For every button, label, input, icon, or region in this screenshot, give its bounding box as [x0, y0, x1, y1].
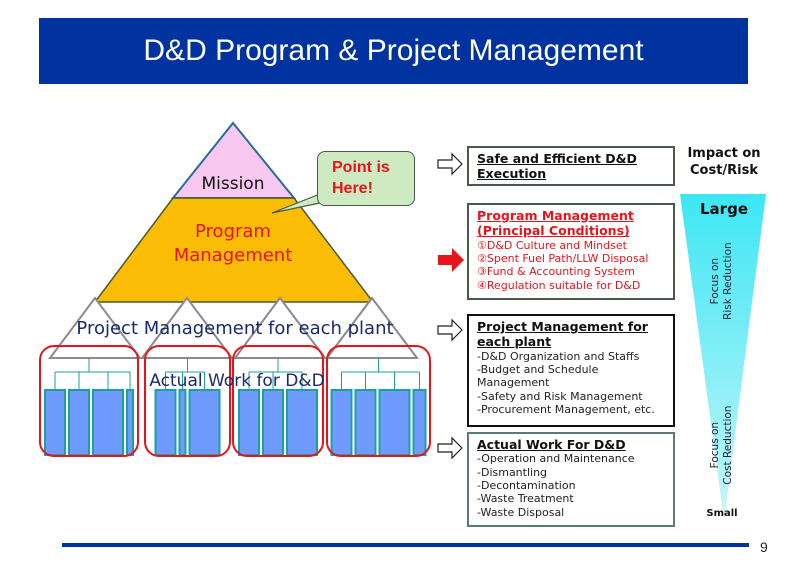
- plant-groups: [39, 345, 431, 457]
- callout-line2: Here!: [332, 179, 373, 197]
- impact-large-label: Large: [700, 200, 748, 218]
- cost-focus-line1: Focus on: [708, 421, 721, 469]
- project-item: -Procurement Management, etc.: [477, 403, 655, 417]
- execution-heading-line1: Safe and Efficient D&D: [477, 151, 637, 166]
- program-item: ②Spent Fuel Path/LLW Disposal: [477, 251, 649, 265]
- slide-title: D&D Program & Project Management: [39, 18, 748, 84]
- actual-item: -Waste Disposal: [477, 505, 565, 519]
- actual-item: -Waste Treatment: [477, 492, 574, 506]
- work-block: [412, 389, 427, 456]
- hollow-arrow-icon: [437, 318, 463, 342]
- work-block: [126, 389, 134, 456]
- point-callout: Point is Here!: [317, 151, 415, 206]
- actual-work-box: Actual Work For D&D -Operation and Maint…: [467, 432, 675, 527]
- risk-focus-line2: Risk Reduction: [722, 242, 734, 320]
- program-item: ①D&D Culture and Mindset: [477, 238, 627, 252]
- actual-item: -Decontamination: [477, 479, 576, 493]
- project-item: Management: [477, 376, 550, 390]
- project-item: -D&D Organization and Staffs: [477, 349, 640, 363]
- project-heading-line2: each plant: [477, 334, 552, 350]
- work-block: [330, 389, 353, 456]
- work-block: [286, 389, 318, 456]
- execution-heading-line2: Execution: [477, 166, 547, 182]
- project-item: -Budget and Schedule: [477, 362, 599, 376]
- work-block: [354, 389, 377, 456]
- program-label-line1: Program: [195, 221, 271, 242]
- project-item: -Safety and Risk Management: [477, 389, 643, 403]
- project-heading-line1: Project Management for: [477, 319, 648, 334]
- project-triangle: [48, 296, 142, 359]
- work-block: [262, 389, 284, 456]
- program-label-line2: Management: [174, 245, 293, 266]
- work-block: [238, 389, 260, 456]
- program-heading-line1: Program Management: [477, 208, 634, 223]
- hollow-arrows: [437, 152, 463, 460]
- cost-focus-line2: Cost Reduction: [722, 405, 734, 485]
- project-management-box: Project Management for each plant -D&D O…: [467, 314, 675, 427]
- footer-divider: [62, 543, 749, 547]
- work-block: [68, 389, 90, 456]
- impact-title: Impact on Cost/Risk: [680, 146, 768, 180]
- project-triangle: [325, 296, 419, 359]
- project-triangle: [233, 296, 327, 359]
- mission-label: Mission: [201, 174, 264, 194]
- impact-small-label: Small: [706, 508, 738, 519]
- plant-outline: [232, 345, 324, 457]
- page-number: 9: [760, 539, 768, 555]
- actual-item: -Dismantling: [477, 465, 548, 479]
- impact-wedge: [680, 194, 766, 520]
- impact-title-line1: Impact on: [687, 146, 761, 161]
- actual-item: -Operation and Maintenance: [477, 452, 635, 466]
- execution-box: Safe and Efficient D&D Execution: [467, 146, 675, 186]
- work-block: [378, 389, 411, 456]
- program-management-box: Program Management (Principal Conditions…: [467, 203, 675, 300]
- callout-line1: Point is: [332, 159, 390, 176]
- hollow-arrow-icon: [437, 152, 463, 176]
- work-block: [92, 389, 124, 456]
- work-block: [188, 389, 221, 456]
- program-heading-line2: (Principal Conditions): [477, 223, 630, 239]
- plant-outline: [39, 345, 139, 457]
- actual-heading: Actual Work For D&D: [477, 437, 626, 452]
- plant-outline: [326, 345, 431, 457]
- project-label: Project Management for each plant: [76, 318, 393, 339]
- cost-focus-label: Focus on Cost Reduction: [709, 395, 735, 495]
- hollow-arrow-icon: [437, 436, 463, 460]
- program-item: ④Regulation suitable for D&D: [477, 278, 641, 292]
- impact-title-line2: Cost/Risk: [689, 162, 759, 178]
- program-item: ③Fund & Accounting System: [477, 265, 636, 279]
- work-block: [178, 389, 187, 456]
- risk-focus-label: Focus on Risk Reduction: [709, 231, 735, 331]
- actual-work-label: Actual Work for D&D: [149, 371, 324, 391]
- work-block: [154, 389, 177, 456]
- project-triangles: [48, 296, 419, 359]
- plant-outline: [144, 345, 231, 457]
- work-block: [44, 389, 66, 456]
- risk-focus-line1: Focus on: [708, 257, 721, 305]
- red-arrow-icon: [438, 248, 464, 272]
